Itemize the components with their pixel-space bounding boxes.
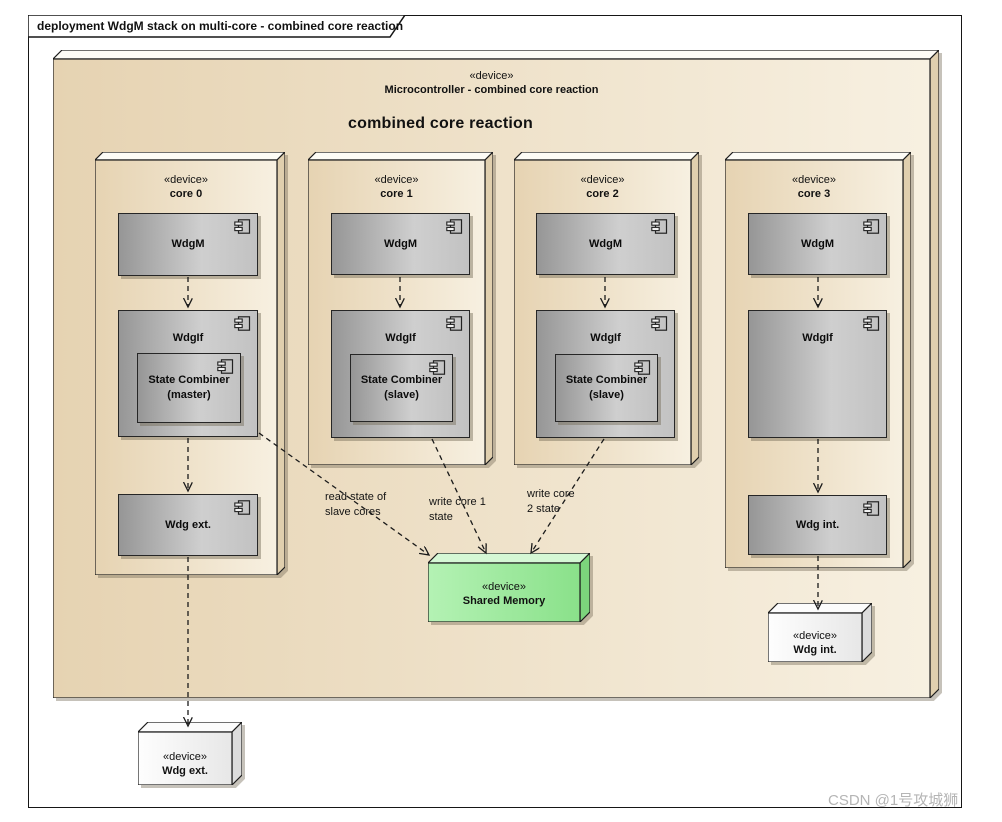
diagram-title-tab: [28, 15, 406, 38]
component-wdgm-core2[interactable]: WdgM: [536, 213, 675, 275]
component-sublabel: (master): [167, 389, 211, 401]
component-label: WdgIf: [172, 332, 204, 344]
core3-name: core 3: [797, 188, 831, 200]
core1-header: «device» core 1: [308, 173, 485, 201]
component-state-combiner-core2[interactable]: State Combiner (slave): [555, 354, 658, 422]
component-label: WdgIf: [802, 332, 833, 344]
component-wdg-int-core3[interactable]: Wdg int.: [748, 495, 887, 555]
component-label: WdgIf: [385, 332, 416, 344]
component-icon: [863, 316, 880, 331]
wdg-ext-stereotype: «device»: [162, 751, 208, 763]
component-wdg-ext-core0[interactable]: Wdg ext.: [118, 494, 258, 556]
core0-header: «device» core 0: [95, 173, 277, 201]
core2-stereotype: «device»: [580, 174, 625, 186]
component-label: Wdg int.: [795, 518, 840, 531]
edge-label-read-state: read state of slave cores: [325, 491, 387, 518]
component-sublabel: (slave): [589, 389, 624, 401]
component-icon: [863, 501, 880, 516]
node-wdg-int-device[interactable]: «device» Wdg int.: [768, 603, 872, 662]
component-state-combiner-core1[interactable]: State Combiner (slave): [350, 354, 453, 422]
wdg-ext-name: Wdg ext.: [162, 765, 208, 777]
core1-stereotype: «device»: [374, 174, 419, 186]
shared-memory-stereotype: «device»: [481, 581, 527, 593]
microcontroller-name: Microcontroller - combined core reaction: [384, 84, 599, 96]
core1-name: core 1: [380, 188, 413, 200]
component-label: State Combiner: [148, 374, 230, 386]
component-icon: [863, 219, 880, 234]
component-icon: [234, 500, 251, 515]
watermark: CSDN @1号攻城狮: [828, 792, 959, 809]
component-icon: [234, 316, 251, 331]
wdg-ext-header: «device» Wdg ext.: [138, 750, 232, 778]
diagram-title: deployment WdgM stack on multi-core - co…: [37, 19, 404, 33]
microcontroller-header: «device» Microcontroller - combined core…: [53, 69, 930, 97]
component-label: WdgM: [384, 237, 417, 250]
component-wdgif-core2[interactable]: WdgIf State Combiner (slave): [536, 310, 675, 438]
edge-label-write-core2: write core 2 state: [527, 488, 575, 515]
component-wdgif-core0[interactable]: WdgIf State Combiner (master): [118, 310, 258, 437]
component-icon: [651, 316, 668, 331]
core0-name: core 0: [169, 188, 203, 200]
component-label: State Combiner: [565, 374, 648, 386]
component-icon: [217, 359, 234, 374]
component-icon: [651, 219, 668, 234]
component-wdgif-core1[interactable]: WdgIf State Combiner (slave): [331, 310, 470, 438]
component-label: WdgM: [589, 237, 622, 250]
component-icon: [234, 219, 251, 234]
wdg-int-name: Wdg int.: [793, 644, 837, 656]
component-state-combiner-core0[interactable]: State Combiner (master): [137, 353, 241, 423]
core0-stereotype: «device»: [163, 174, 209, 186]
node-shared-memory[interactable]: «device» Shared Memory: [428, 553, 590, 622]
component-wdgif-core3[interactable]: WdgIf: [748, 310, 887, 438]
shared-memory-header: «device» Shared Memory: [428, 580, 580, 608]
component-icon: [634, 360, 651, 375]
shared-memory-name: Shared Memory: [462, 595, 546, 607]
component-wdgm-core3[interactable]: WdgM: [748, 213, 887, 275]
wdg-int-header: «device» Wdg int.: [768, 629, 862, 657]
component-label: WdgIf: [590, 332, 621, 344]
core2-name: core 2: [586, 188, 619, 200]
node-wdg-ext-device[interactable]: «device» Wdg ext.: [138, 722, 242, 785]
core3-header: «device» core 3: [725, 173, 903, 201]
component-wdgm-core0[interactable]: WdgM: [118, 213, 258, 276]
component-label: State Combiner: [360, 374, 443, 386]
component-icon: [446, 316, 463, 331]
core3-stereotype: «device»: [791, 174, 837, 186]
component-label: Wdg ext.: [165, 518, 211, 531]
component-icon: [446, 219, 463, 234]
wdg-int-stereotype: «device»: [792, 630, 838, 642]
core2-header: «device» core 2: [514, 173, 691, 201]
microcontroller-stereotype: «device»: [469, 70, 514, 82]
component-label: WdgM: [171, 238, 205, 250]
component-wdgm-core1[interactable]: WdgM: [331, 213, 470, 275]
component-label: WdgM: [801, 237, 834, 250]
diagram-heading: combined core reaction: [348, 115, 533, 132]
component-sublabel: (slave): [384, 389, 419, 401]
edge-label-write-core1: write core 1 state: [429, 496, 486, 523]
component-icon: [429, 360, 446, 375]
